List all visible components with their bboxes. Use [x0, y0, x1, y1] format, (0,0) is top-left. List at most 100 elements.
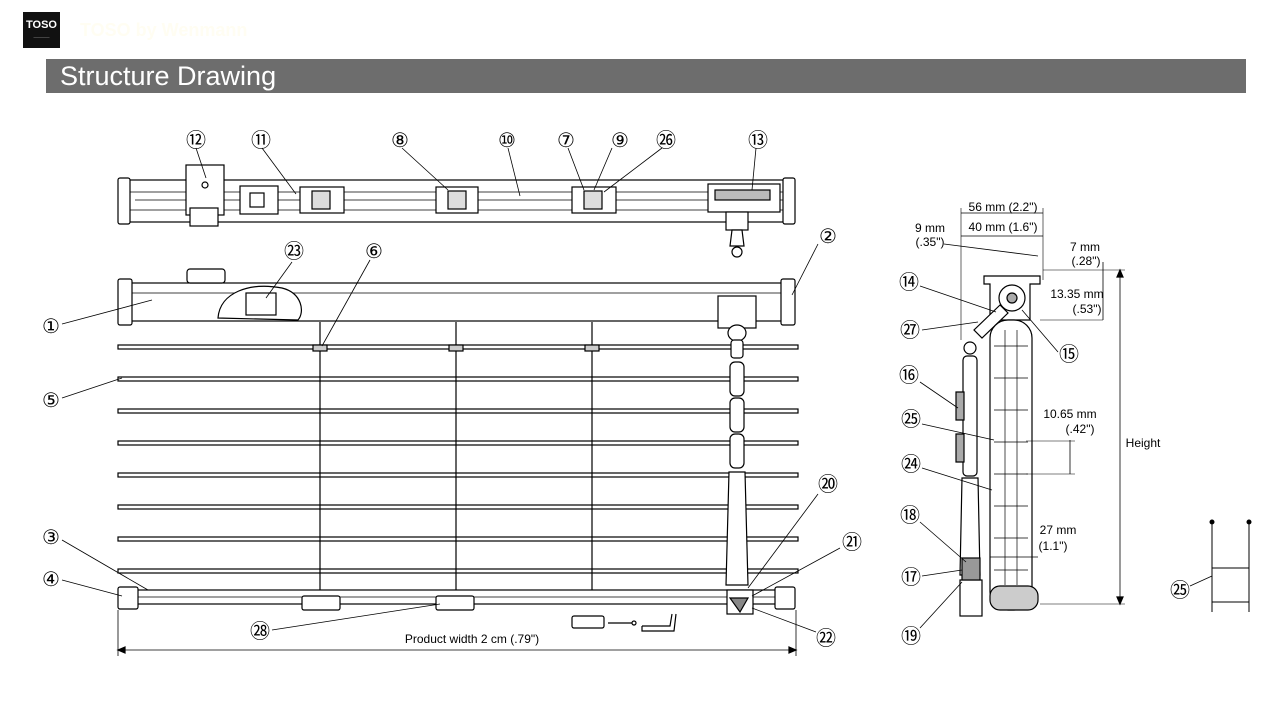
callout-10: ⑩: [498, 130, 516, 152]
wand-segment: [729, 433, 745, 469]
dim-9-label: 9 mm: [915, 221, 945, 235]
leader-line-9mm: [943, 243, 1039, 257]
side-wand-knob: [955, 433, 965, 463]
bracket-12-clip: [189, 207, 219, 227]
leader-line-2: [791, 243, 819, 296]
callout-5: ⑤: [42, 390, 60, 412]
box-11-inner: [249, 192, 265, 208]
callout-14: ⑭: [899, 271, 919, 294]
detail-cord-end: [1246, 519, 1252, 525]
dim-10-65-label: 10.65 mm: [1043, 407, 1096, 421]
tilter-13-mount: [725, 211, 749, 231]
leader-line-9: [593, 147, 613, 191]
cord-clip: [584, 344, 600, 352]
leader-line-7: [567, 147, 585, 191]
cord-clip: [312, 344, 328, 352]
wand-tube: [725, 471, 749, 586]
leader-line-17: [921, 569, 963, 577]
tilter-cradle-b-core: [447, 190, 467, 210]
leader-line-24: [921, 467, 993, 491]
slat: [117, 376, 799, 382]
side-view: [955, 208, 1125, 617]
leader-line-25: [921, 423, 995, 441]
end-cap-right: [780, 278, 796, 326]
bottom-cap-right: [774, 586, 796, 610]
tilter-cradle-c-core: [583, 190, 603, 210]
leader-line-13: [751, 147, 757, 191]
dim-7-label-inch: (.28"): [1072, 254, 1101, 268]
head-rail-bracket: [186, 268, 226, 284]
tilter-cradle-a-core: [311, 190, 331, 210]
leader-line-3: [61, 539, 149, 591]
leader-line-18: [919, 521, 967, 563]
callout-25: ㉕: [901, 408, 921, 431]
callout-23: ㉓: [284, 240, 304, 263]
side-pulley-core: [1006, 292, 1018, 304]
tilter-13-gear: [714, 189, 771, 201]
wand-segment: [729, 361, 745, 397]
front-view: [116, 268, 799, 656]
box-11: [239, 185, 279, 215]
dim-10-65-label-inch: (.42"): [1066, 422, 1095, 436]
callout-20: ⑳: [818, 473, 838, 496]
leader-line-1: [61, 299, 153, 325]
title-bar: Structure Drawing: [46, 59, 1246, 93]
side-slat-stack: [989, 319, 1033, 611]
leader-line-14: [919, 285, 997, 313]
leader-line-10: [507, 147, 521, 197]
wand-joint: [727, 324, 747, 342]
leader-line-12: [195, 147, 207, 179]
leader-line-20: [747, 493, 819, 589]
leader-line-8: [401, 147, 449, 191]
detail-25: [1209, 519, 1252, 612]
leader-line-25-detail: [1189, 575, 1213, 587]
tilter-13-hook: [729, 229, 745, 247]
leader-line-26: [603, 147, 663, 193]
callout-3: ③: [42, 527, 60, 549]
callout-16: ⑯: [899, 364, 919, 387]
brand-name: TOSO by Wenmann: [80, 20, 248, 40]
wand-hook: [730, 339, 744, 359]
leader-line-23: [265, 261, 293, 299]
slat: [117, 536, 799, 542]
dim-56-label: 56 mm (2.2"): [969, 200, 1038, 214]
side-wand-knob: [955, 391, 965, 421]
side-wand-end: [959, 579, 983, 617]
leader-lines: [61, 147, 1213, 633]
callout-19: ⑲: [901, 625, 921, 648]
page-title: Structure Drawing: [60, 61, 277, 91]
callout-11: ⑪: [251, 129, 271, 152]
callout-12: ⑫: [186, 129, 206, 152]
side-wand-upper: [962, 355, 978, 477]
logo-text: TOSO: [26, 19, 57, 31]
dim-7-label: 7 mm: [1070, 240, 1100, 254]
leader-line-21: [751, 547, 841, 597]
height-label: Height: [1126, 436, 1161, 450]
tilter-13-eye: [731, 246, 743, 258]
width-label: Product width 2 cm (.79"): [405, 632, 539, 646]
top-end-cap-left: [117, 177, 131, 225]
callout-27: ㉗: [900, 319, 920, 342]
wand-segment: [729, 397, 745, 433]
callout-17: ⑰: [901, 566, 921, 589]
callout-8: ⑧: [391, 130, 409, 152]
leader-line-6: [321, 259, 371, 347]
leader-line-19: [919, 581, 963, 629]
dim-13-35-label: 13.35 mm: [1050, 287, 1103, 301]
dim-40-label: 40 mm (1.6"): [969, 220, 1038, 234]
width-arrow-left: [116, 646, 126, 654]
slat: [117, 504, 799, 510]
detail-rung-box: [1211, 567, 1250, 603]
dim-9-label-inch: (.35"): [916, 235, 945, 249]
callout-4: ④: [42, 569, 60, 591]
side-bottom-rail: [989, 585, 1039, 611]
leader-line-16: [919, 381, 959, 409]
leader-line-11: [261, 147, 297, 195]
cutaway-23-part: [245, 292, 277, 316]
hold-down-28: [435, 595, 475, 611]
leader-line-22: [751, 607, 817, 633]
callout-24: ㉔: [901, 453, 921, 476]
toso-logo: TOSO ————: [23, 12, 60, 48]
callout-9: ⑨: [611, 130, 629, 152]
